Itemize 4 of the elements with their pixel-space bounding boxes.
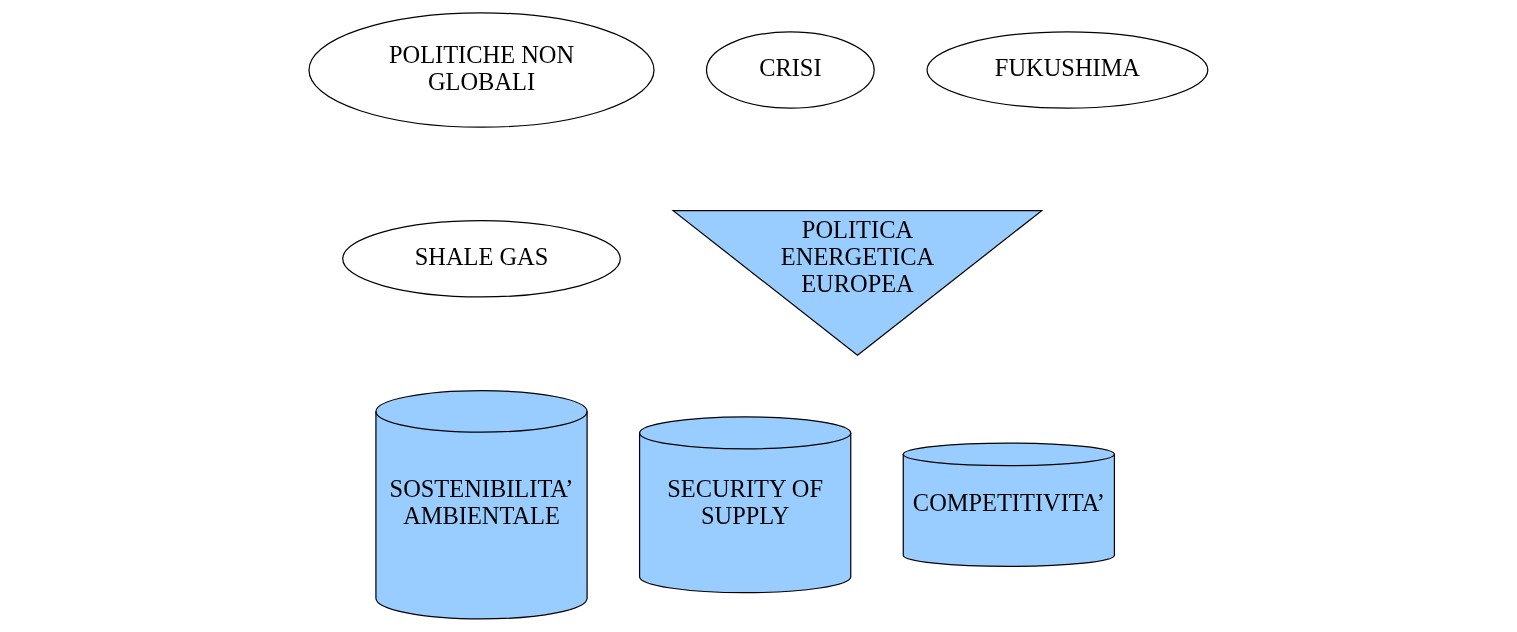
node-ellipse: POLITICHE NON GLOBALI [308,12,655,128]
node-ellipse: CRISI [705,31,875,109]
node-ellipse: FUKUSHIMA [926,31,1209,109]
node-ellipse: SHALE GAS [342,220,621,298]
